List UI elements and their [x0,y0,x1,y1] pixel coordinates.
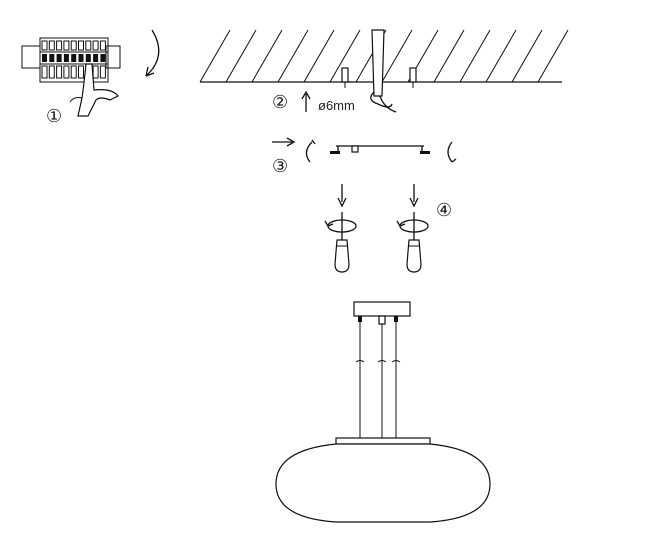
mounting-bracket-icon [330,145,430,154]
ceiling-hatch-line [537,29,569,83]
breaker-terminal [56,54,62,62]
breaker-terminal [85,54,91,62]
breaker-switch [41,65,48,79]
ceiling-hatch-line [251,29,283,83]
breaker-switch [41,40,48,51]
breaker-terminal [42,54,47,62]
breaker-switch [99,40,106,51]
drill-size-label: ø6mm [318,98,355,113]
breaker-switch [92,65,99,79]
breaker-terminal [49,54,55,62]
breaker-terminal [100,54,106,62]
curved-arrow-icon [145,29,160,77]
step-2-label: ② [272,92,288,112]
bracket-clip-left-icon [305,141,313,163]
screwdriver-icon [396,184,429,273]
breaker-switch [48,40,55,51]
ceiling-hatch-line [485,29,517,83]
breaker-terminal [93,54,99,62]
ceiling-hatch-line [225,29,257,83]
breaker-switch [63,40,70,51]
ceiling-hatch-line [511,29,543,83]
drill-bit-icon [370,29,397,113]
pendant-lamp-icon [275,301,491,523]
ceiling-hatch-line [199,29,231,83]
breaker-switch [92,40,99,51]
ceiling-hatch-icon [199,29,569,83]
breaker-terminal [71,54,77,62]
step-3-label: ③ [272,156,288,176]
hand-pointer-icon [69,63,119,117]
breaker-switch [48,65,55,79]
ceiling-hatch-line [277,29,309,83]
breaker-switch [85,40,92,51]
ceiling-hatch-line [329,29,361,83]
step-1-label: ① [46,106,62,126]
screwdriver-icon [324,184,357,273]
breaker-panel-icon [21,37,121,83]
arrow-right-icon [272,137,296,147]
breaker-switch [70,65,77,79]
bracket-clip-right-icon [447,141,453,163]
ceiling-hatch-line [459,29,491,83]
breaker-terminal [78,54,84,62]
arrow-up-icon [301,90,311,112]
ceiling-hatch-line [381,29,413,83]
breaker-switch [78,40,84,51]
breaker-switch [78,65,84,79]
breaker-switch [56,40,63,51]
breaker-switch [56,65,63,79]
breaker-switch [70,40,77,51]
breaker-switch [63,65,70,79]
wall-plug-icon [341,67,417,88]
ceiling-hatch-line [303,29,335,83]
ceiling-hatch-line [433,29,465,83]
breaker-terminal [63,54,69,62]
step-4-label: ④ [436,200,452,220]
breaker-switch [99,65,106,79]
